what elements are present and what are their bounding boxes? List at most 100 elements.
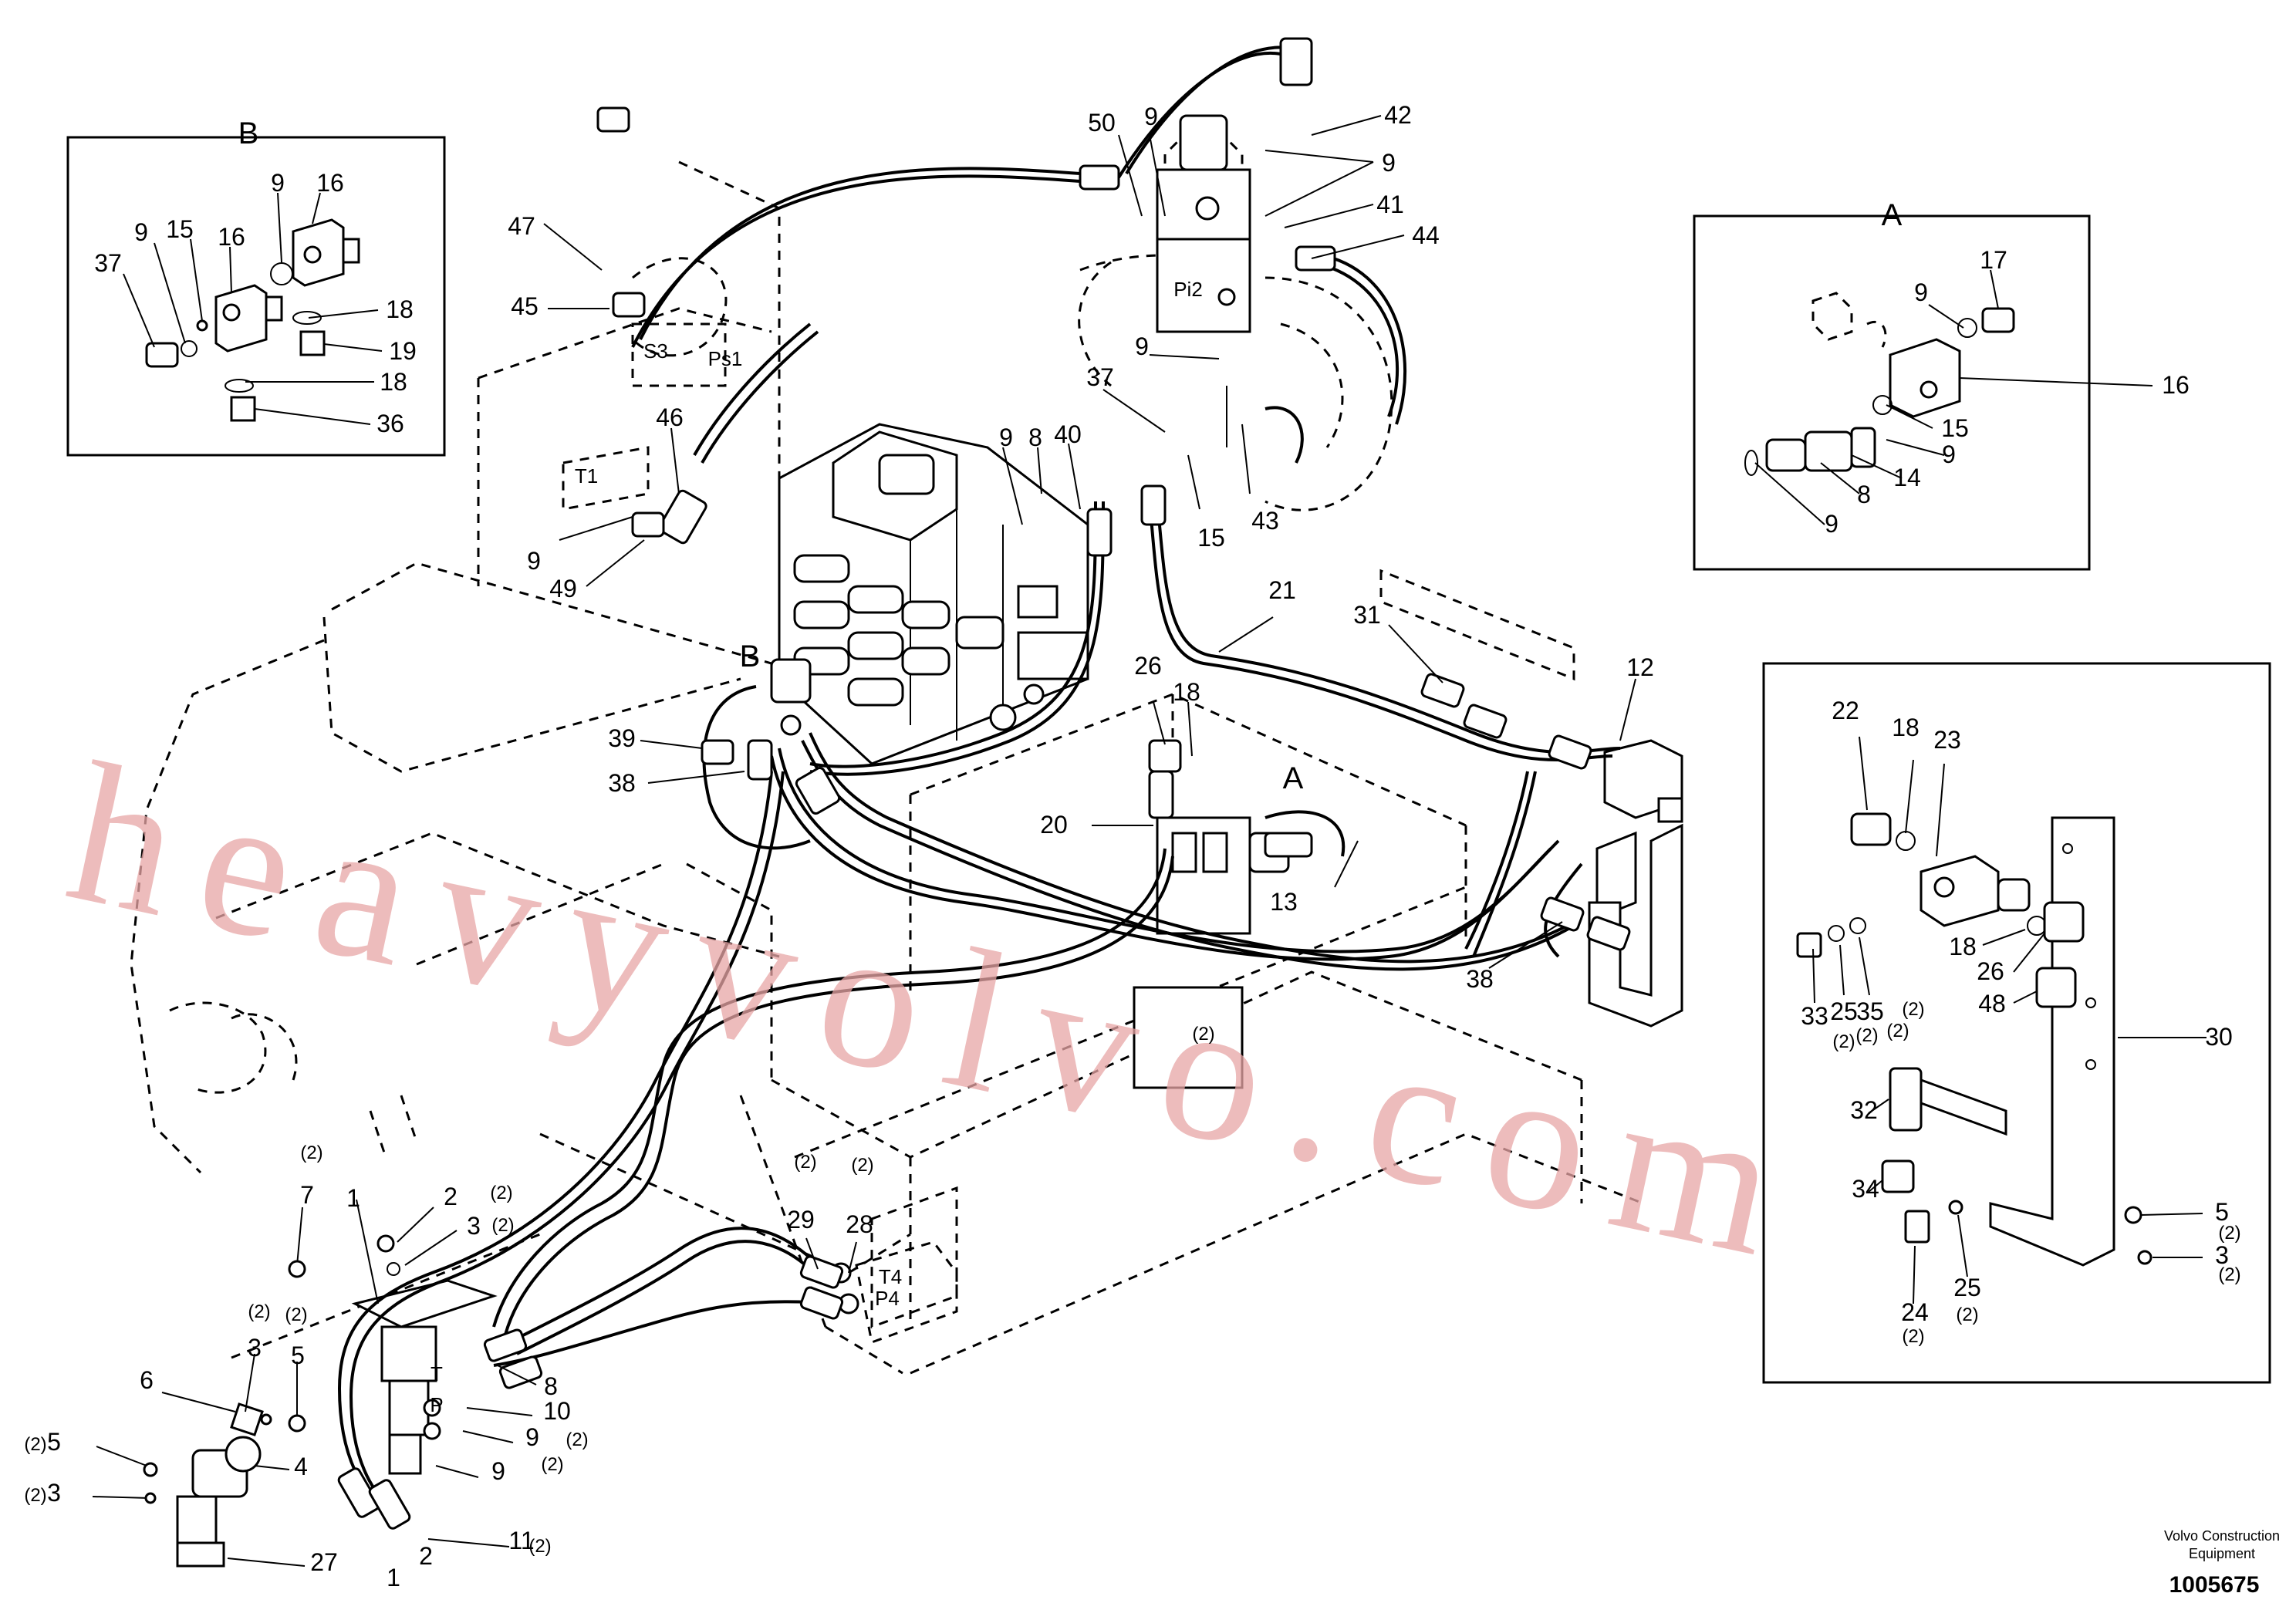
callout-label: 26 (1134, 652, 1162, 680)
callout-label: 15 (1197, 524, 1225, 552)
solenoid-block-12 (1588, 739, 1683, 1028)
callout-label: 9 (527, 547, 541, 575)
quantity-note: (2) (1886, 1021, 1909, 1041)
detail-box-b (66, 136, 446, 457)
pilot-valve-top (1156, 114, 1251, 333)
callout-label: 5 (47, 1428, 61, 1456)
callout-label: 18 (386, 295, 414, 323)
callout-label: A (1283, 761, 1304, 795)
callout-label: 29 (787, 1206, 815, 1234)
quantity-note: (2) (1192, 1024, 1214, 1045)
port-label: T4 (879, 1265, 902, 1288)
callout-label: 15 (166, 215, 194, 243)
callout-label: 9 (1382, 149, 1396, 177)
callout-label: 9 (525, 1423, 539, 1451)
watermark: heavyvolvo.com (52, 721, 1824, 1304)
quantity-notes: (2)(2)(2)(2)(2)(2)(2)(2)(2)(2)(2)(2)(2)(… (24, 999, 2240, 1557)
callout-label: 14 (1893, 464, 1921, 491)
callout-label: 18 (1892, 714, 1920, 741)
callout-label: 9 (1135, 332, 1149, 360)
callout-label: 15 (1941, 414, 1969, 442)
quantity-note: (2) (851, 1155, 873, 1176)
callout-label: 30 (2205, 1023, 2233, 1051)
callout-label: A (1882, 198, 1903, 232)
quantity-note: (2) (1902, 999, 1924, 1020)
callout-label: 11 (508, 1527, 534, 1554)
manufacturer-line-1: Volvo Construction (2164, 1528, 2280, 1544)
callout-label: 16 (316, 169, 344, 197)
callout-label: 31 (1353, 601, 1381, 629)
callout-label: 9 (1144, 103, 1158, 130)
port-label: T1 (575, 464, 598, 488)
callout-label: 3 (467, 1212, 481, 1240)
callout-label: 33 (1801, 1002, 1828, 1030)
callout-label: 25 (1830, 997, 1858, 1025)
callout-label: 18 (1173, 678, 1200, 706)
callout-label: 3 (248, 1334, 262, 1362)
callout-label: B (740, 640, 761, 673)
callout-label: 42 (1384, 101, 1412, 129)
callout-label: 6 (140, 1366, 154, 1394)
callout-label: 34 (1852, 1175, 1879, 1203)
quantity-note: (2) (566, 1429, 588, 1450)
callout-label: 4 (294, 1453, 308, 1480)
callout-label: 47 (508, 212, 535, 240)
callout-label: 35 (1856, 997, 1884, 1025)
callout-label: 8 (1857, 481, 1871, 508)
callout-label: 28 (846, 1210, 873, 1238)
callout-label: 16 (2162, 371, 2190, 399)
callout-label: 45 (511, 292, 539, 320)
quantity-note: (2) (541, 1454, 563, 1475)
callout-label: 9 (1942, 440, 1956, 468)
port-label: Pi2 (1173, 278, 1203, 301)
port-label: P4 (875, 1287, 900, 1310)
quantity-note: (2) (248, 1301, 270, 1322)
callout-label: 9 (271, 169, 285, 197)
callout-label: 21 (1268, 576, 1296, 604)
callout-label: 49 (549, 575, 577, 602)
quantity-note: (2) (1902, 1326, 1924, 1347)
callout-label: 9 (134, 218, 148, 246)
callout-label: 8 (1028, 424, 1042, 451)
detail-box-bracket (1762, 662, 2271, 1384)
leader-lines (92, 115, 2207, 1567)
hydraulic-hoses (337, 46, 1621, 1517)
callout-label: 9 (491, 1457, 505, 1485)
callout-label: 48 (1978, 990, 2006, 1018)
callout-label: 36 (376, 410, 404, 437)
callout-label: 13 (1270, 888, 1298, 916)
callout-label: 8 (544, 1372, 558, 1400)
travel-pedal-assembly (176, 1279, 498, 1568)
callout-label: 32 (1850, 1096, 1878, 1124)
callout-label: 24 (1901, 1298, 1929, 1326)
callout-label: 17 (1980, 246, 2007, 274)
manufacturer-line-2: Equipment (2189, 1546, 2255, 1561)
callout-label: 37 (94, 249, 122, 277)
callout-label: 25 (1953, 1274, 1981, 1301)
callout-label: B (238, 116, 259, 150)
quantity-note: (2) (490, 1183, 512, 1203)
callout-label: 20 (1040, 811, 1068, 839)
callout-label: 9 (999, 424, 1013, 451)
port-label: Ps1 (708, 347, 743, 370)
quantity-note: (2) (2218, 1264, 2240, 1285)
quantity-note: (2) (1956, 1304, 1978, 1325)
callout-label: 22 (1832, 697, 1859, 724)
callout-label: 9 (1914, 278, 1928, 306)
callout-label: 1 (387, 1564, 400, 1591)
control-valve-assembly (778, 423, 1089, 765)
callout-label: 3 (47, 1479, 61, 1507)
callout-label: 44 (1412, 221, 1440, 249)
callout-label: 50 (1088, 109, 1116, 137)
quantity-note: (2) (794, 1152, 816, 1173)
detail-b-parts (145, 218, 360, 422)
callout-label: 5 (2215, 1198, 2229, 1226)
document-number: 1005675 (2169, 1572, 2260, 1598)
quantity-note: (2) (491, 1215, 514, 1236)
callout-label: 43 (1251, 507, 1279, 535)
callout-label: 1 (346, 1184, 360, 1212)
callout-label: 40 (1054, 420, 1082, 448)
